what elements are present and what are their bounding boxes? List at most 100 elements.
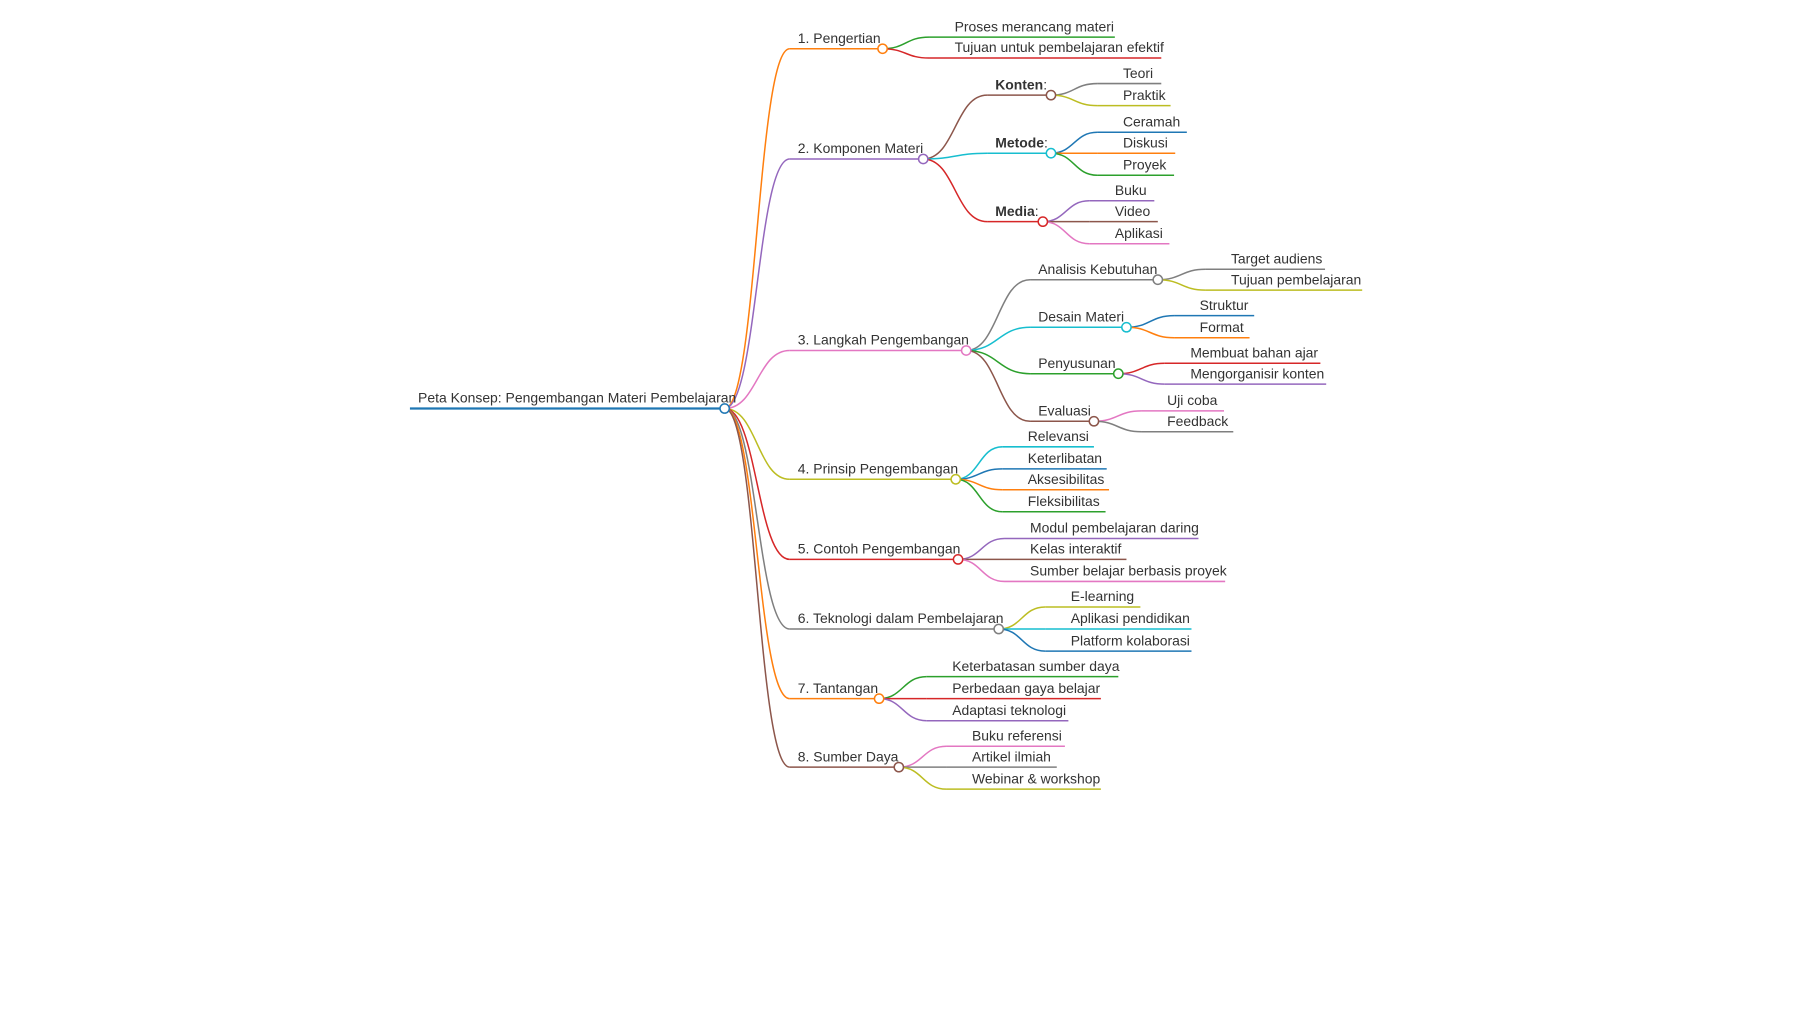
collapse-toggle-penyusunan[interactable] <box>1112 368 1124 380</box>
collapse-toggle-1-pengertian[interactable] <box>877 43 888 55</box>
node-label-keterlibatan[interactable]: Keterlibatan <box>1028 450 1102 466</box>
node-label-kelas-interaktif[interactable]: Kelas interaktif <box>1030 541 1121 557</box>
node-label-video[interactable]: Video <box>1115 203 1151 219</box>
link-buku <box>1042 200 1090 223</box>
node-label-keterbatasan-sumber-daya[interactable]: Keterbatasan sumber daya <box>952 658 1119 674</box>
node-label-aplikasi-pendidikan[interactable]: Aplikasi pendidikan <box>1071 610 1190 626</box>
collapse-toggle-8-sumber-daya[interactable] <box>893 761 905 773</box>
link-webinar-workshop <box>898 766 947 790</box>
node-label-text: 3. Langkah Pengembangan <box>798 332 969 348</box>
node-label-4-prinsip-pengembangan[interactable]: 4. Prinsip Pengembangan <box>798 461 958 477</box>
node-label-text: Konten <box>995 76 1043 92</box>
collapse-toggle-5-contoh-pengembangan[interactable] <box>952 553 964 565</box>
node-label-praktik[interactable]: Praktik <box>1123 87 1166 103</box>
node-label-peta-konsep-pengembangan-materi-pembelajaran[interactable]: Peta Konsep: Pengembangan Materi Pembela… <box>418 390 736 406</box>
node-label-webinar-workshop[interactable]: Webinar & workshop <box>972 770 1100 786</box>
node-label-format[interactable]: Format <box>1200 319 1244 335</box>
node-label-suffix: : <box>1044 134 1048 150</box>
node-label-feedback[interactable]: Feedback <box>1167 413 1228 429</box>
node-label-tujuan-pembelajaran[interactable]: Tujuan pembelajaran <box>1231 271 1361 287</box>
collapse-toggle-2-komponen-materi[interactable] <box>917 153 929 165</box>
node-label-mengorganisir-konten[interactable]: Mengorganisir konten <box>1190 365 1324 381</box>
node-label-ceramah[interactable]: Ceramah <box>1123 114 1180 130</box>
node-label-text: E-learning <box>1071 588 1134 604</box>
node-label-sumber-belajar-berbasis-proyek[interactable]: Sumber belajar berbasis proyek <box>1030 563 1227 579</box>
node-label-text: 5. Contoh Pengembangan <box>798 541 961 557</box>
link-tujuan-pembelajaran <box>1157 278 1206 291</box>
node-label-text: Feedback <box>1167 413 1228 429</box>
node-label-teori[interactable]: Teori <box>1123 65 1153 81</box>
node-label-8-sumber-daya[interactable]: 8. Sumber Daya <box>798 748 899 764</box>
node-label-text: Platform kolaborasi <box>1071 632 1190 648</box>
node-label-2-komponen-materi[interactable]: 2. Komponen Materi <box>798 140 923 156</box>
link-keterbatasan-sumber-daya <box>879 675 927 700</box>
node-label-buku-referensi[interactable]: Buku referensi <box>972 727 1062 743</box>
node-label-diskusi[interactable]: Diskusi <box>1123 134 1168 150</box>
link-adaptasi-teknologi <box>879 697 927 722</box>
node-label-text: Teori <box>1123 65 1153 81</box>
link-1-pengertian <box>724 47 790 410</box>
node-label-konten[interactable]: Konten: <box>995 76 1047 92</box>
node-label-desain-materi[interactable]: Desain Materi <box>1038 308 1124 324</box>
collapse-toggle-analisis-kebutuhan[interactable] <box>1152 274 1164 286</box>
node-label-penyusunan[interactable]: Penyusunan <box>1038 355 1115 371</box>
node-label-analisis-kebutuhan[interactable]: Analisis Kebutuhan <box>1038 261 1157 277</box>
collapse-toggle-4-prinsip-pengembangan[interactable] <box>950 473 962 485</box>
node-label-proses-merancang-materi[interactable]: Proses merancang materi <box>955 18 1114 34</box>
node-label-membuat-bahan-ajar[interactable]: Membuat bahan ajar <box>1190 344 1318 360</box>
link-uji-coba <box>1093 410 1142 423</box>
node-label-buku[interactable]: Buku <box>1115 182 1147 198</box>
node-label-fleksibilitas[interactable]: Fleksibilitas <box>1028 493 1100 509</box>
node-label-text: Aplikasi <box>1115 225 1163 241</box>
collapse-toggle-desain-materi[interactable] <box>1121 321 1132 333</box>
link-format <box>1126 326 1175 339</box>
node-label-6-teknologi-dalam-pembelajaran[interactable]: 6. Teknologi dalam Pembelajaran <box>798 610 1004 626</box>
collapse-toggle-6-teknologi-dalam-pembelajaran[interactable] <box>993 623 1005 635</box>
node-label-adaptasi-teknologi[interactable]: Adaptasi teknologi <box>952 702 1066 718</box>
node-label-text: Mengorganisir konten <box>1190 365 1324 381</box>
node-label-text: 6. Teknologi dalam Pembelajaran <box>798 610 1004 626</box>
collapse-toggle-konten[interactable] <box>1045 89 1057 101</box>
node-label-evaluasi[interactable]: Evaluasi <box>1038 402 1091 418</box>
node-label-text: Webinar & workshop <box>972 770 1100 786</box>
node-label-relevansi[interactable]: Relevansi <box>1028 428 1089 444</box>
node-label-metode[interactable]: Metode: <box>995 134 1048 150</box>
node-label-7-tantangan[interactable]: 7. Tantangan <box>798 680 878 696</box>
node-label-text: Video <box>1115 203 1151 219</box>
link-konten <box>923 94 988 160</box>
node-label-1-pengertian[interactable]: 1. Pengertian <box>798 30 881 46</box>
node-label-struktur[interactable]: Struktur <box>1200 297 1249 313</box>
node-label-platform-kolaborasi[interactable]: Platform kolaborasi <box>1071 632 1190 648</box>
node-label-aksesibilitas[interactable]: Aksesibilitas <box>1028 471 1105 487</box>
link-sumber-belajar-berbasis-proyek <box>958 558 1005 583</box>
node-label-media[interactable]: Media: <box>995 203 1038 219</box>
node-label-target-audiens[interactable]: Target audiens <box>1231 250 1322 266</box>
node-label-text: Evaluasi <box>1038 402 1091 418</box>
node-label-3-langkah-pengembangan[interactable]: 3. Langkah Pengembangan <box>798 332 969 348</box>
node-label-proyek[interactable]: Proyek <box>1123 156 1166 172</box>
collapse-toggle-metode[interactable] <box>1045 147 1057 159</box>
node-label-artikel-ilmiah[interactable]: Artikel ilmiah <box>972 748 1051 764</box>
node-label-e-learning[interactable]: E-learning <box>1071 588 1134 604</box>
collapse-toggle-3-langkah-pengembangan[interactable] <box>960 345 972 356</box>
node-label-aplikasi[interactable]: Aplikasi <box>1115 225 1163 241</box>
link-target-audiens <box>1157 268 1206 281</box>
node-label-tujuan-untuk-pembelajaran-efektif[interactable]: Tujuan untuk pembelajaran efektif <box>955 39 1164 55</box>
node-label-text: Proyek <box>1123 156 1166 172</box>
collapse-toggle-evaluasi[interactable] <box>1088 415 1100 427</box>
node-label-5-contoh-pengembangan[interactable]: 5. Contoh Pengembangan <box>798 541 961 557</box>
link-membuat-bahan-ajar <box>1118 362 1165 375</box>
node-label-text: Ceramah <box>1123 114 1180 130</box>
link-media <box>923 158 988 223</box>
node-label-uji-coba[interactable]: Uji coba <box>1167 392 1218 408</box>
collapse-toggle-peta-konsep-pengembangan-materi-pembelajaran[interactable] <box>719 403 731 414</box>
collapse-toggle-media[interactable] <box>1037 216 1049 228</box>
link-desain-materi <box>966 326 1031 352</box>
node-label-perbedaan-gaya-belajar[interactable]: Perbedaan gaya belajar <box>952 680 1100 696</box>
node-label-modul-pembelajaran-daring[interactable]: Modul pembelajaran daring <box>1030 520 1199 536</box>
link-modul-pembelajaran-daring <box>958 537 1005 561</box>
collapse-toggle-7-tantangan[interactable] <box>873 693 885 705</box>
link-6-teknologi-dalam-pembelajaran <box>724 407 790 630</box>
node-label-text: Keterbatasan sumber daya <box>952 658 1119 674</box>
